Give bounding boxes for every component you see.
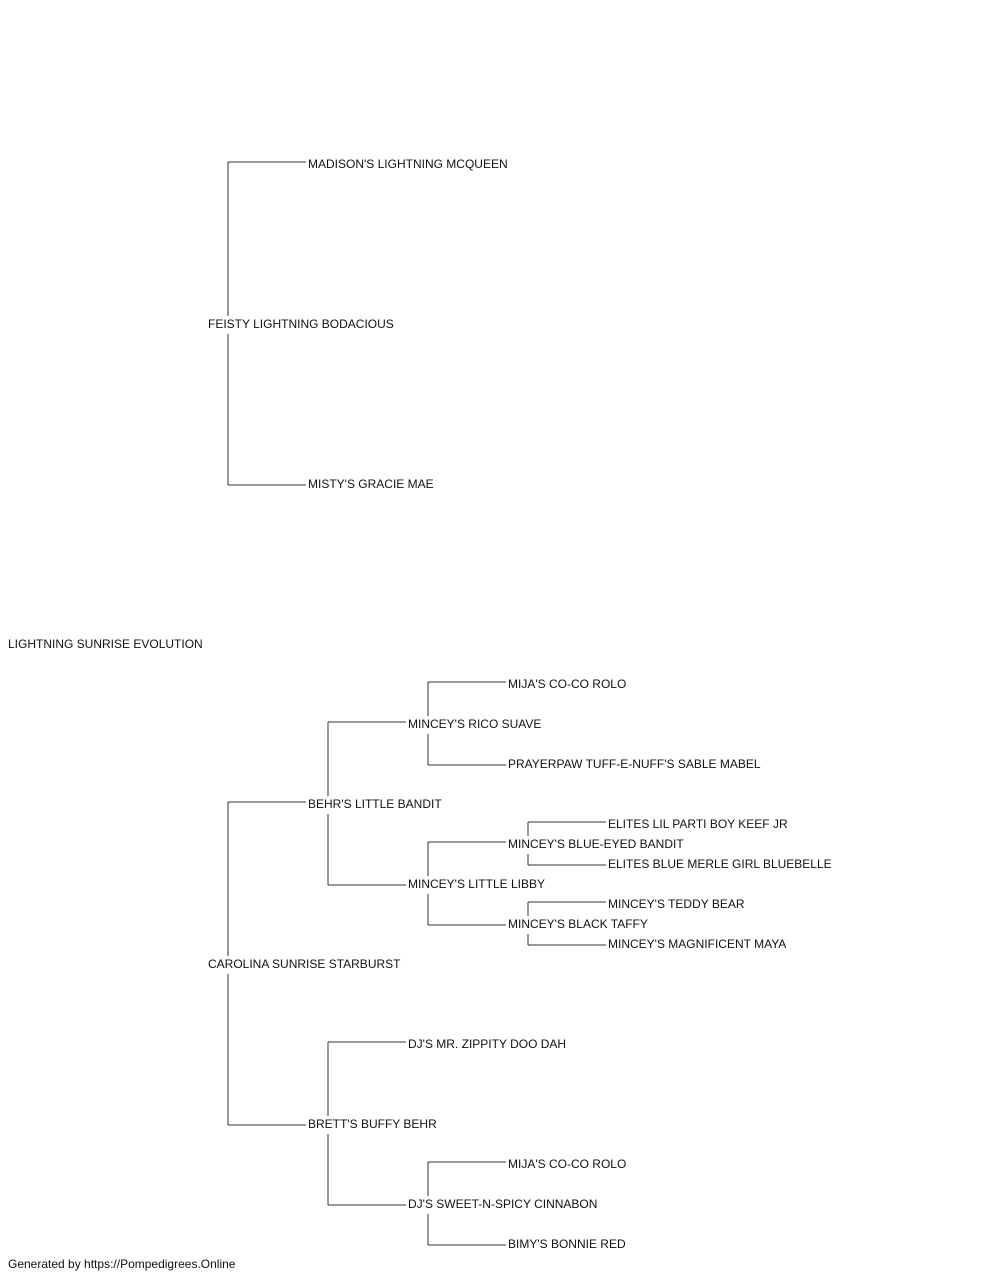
dam-sire-name: BEHR'S LITTLE BANDIT: [308, 797, 442, 811]
dam-sire-sire-sire-name: MIJA'S CO-CO ROLO: [508, 677, 627, 691]
dam-sire-dam-name: MINCEY'S LITTLE LIBBY: [408, 877, 545, 891]
generated-by-footer: Generated by https://Pompedigrees.Online: [8, 1257, 236, 1271]
dam-sire-sire-name: MINCEY'S RICO SUAVE: [408, 717, 542, 731]
sire-dam-name: MISTY'S GRACIE MAE: [308, 477, 434, 491]
dam-dam-name: BRETT'S BUFFY BEHR: [308, 1117, 437, 1131]
black-taffy-sire-name: MINCEY'S TEDDY BEAR: [608, 897, 745, 911]
blue-eyed-bandit-sire-name: ELITES LIL PARTI BOY KEEF JR: [608, 817, 788, 831]
dam-name: CAROLINA SUNRISE STARBURST: [208, 957, 401, 971]
black-taffy-dam-name: MINCEY'S MAGNIFICENT MAYA: [608, 937, 787, 951]
dam-dam-sire-name: DJ'S MR. ZIPPITY DOO DAH: [408, 1037, 567, 1051]
subject-name: LIGHTNING SUNRISE EVOLUTION: [8, 637, 203, 651]
sire-name: FEISTY LIGHTNING BODACIOUS: [208, 317, 394, 331]
dam-dam-dam-name: DJ'S SWEET-N-SPICY CINNABON: [408, 1197, 598, 1211]
dam-dam-dam-dam-name: BIMY'S BONNIE RED: [508, 1237, 626, 1251]
dam-sire-dam-dam-name: MINCEY'S BLACK TAFFY: [508, 917, 648, 931]
dam-sire-sire-dam-name: PRAYERPAW TUFF-E-NUFF'S SABLE MABEL: [508, 757, 761, 771]
dam-sire-dam-sire-name: MINCEY'S BLUE-EYED BANDIT: [508, 837, 684, 851]
sire-sire-name: MADISON'S LIGHTNING MCQUEEN: [308, 157, 508, 171]
dam-dam-dam-sire-name: MIJA'S CO-CO ROLO: [508, 1157, 627, 1171]
blue-eyed-bandit-dam-name: ELITES BLUE MERLE GIRL BLUEBELLE: [608, 857, 832, 871]
